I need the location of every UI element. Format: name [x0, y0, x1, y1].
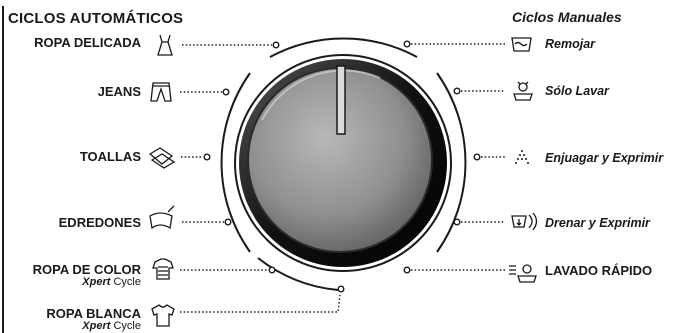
comforter-icon: [149, 205, 175, 230]
cycle-label-colors[interactable]: ROPA DE COLOR Xpert Cycle: [33, 263, 141, 288]
shirt-icon: [151, 304, 175, 327]
manual-cycles-heading: Ciclos Manuales: [512, 9, 622, 25]
soak-tub-icon: [511, 37, 532, 52]
knob-bezel: [234, 54, 452, 272]
cycle-label-quick-wash[interactable]: LAVADO RÁPIDO: [545, 263, 653, 278]
knob-pointer: [336, 65, 346, 135]
outer-arc-bottom-left: [257, 257, 339, 291]
drain-spin-icon: [511, 212, 538, 231]
jeans-icon: [150, 82, 172, 102]
cycle-label-comforters[interactable]: EDREDONES: [58, 215, 141, 230]
dress-icon: [157, 34, 173, 56]
cycle-label-wash-only[interactable]: Sólo Lavar: [545, 84, 609, 98]
knob-highlight: [261, 69, 381, 121]
left-leader-dots: [203, 41, 345, 293]
towels-icon: [148, 147, 176, 169]
outer-arc-right: [436, 72, 467, 253]
outer-arc-top: [269, 37, 418, 58]
xpert-cycle-tag-colors: Xpert Cycle: [82, 276, 141, 288]
cycle-label-whites[interactable]: ROPA BLANCA Xpert Cycle: [46, 307, 141, 332]
cycle-label-soak[interactable]: Remojar: [545, 37, 596, 51]
cycle-label-delicates[interactable]: ROPA DELICADA: [34, 35, 141, 50]
frame-left-border: [2, 6, 4, 333]
cycle-label-colors-text: ROPA DE COLOR: [32, 262, 141, 277]
cycle-label-drain-spin[interactable]: Drenar y Exprimir: [545, 216, 650, 230]
right-leaders: [411, 43, 505, 271]
striped-shirt-icon: [152, 258, 174, 280]
cycle-label-rinse-spin[interactable]: Enjuagar y Exprimir: [545, 151, 664, 165]
cycle-label-jeans[interactable]: JEANS: [97, 84, 141, 99]
quick-wash-icon: [509, 264, 537, 283]
cycle-label-towels[interactable]: TOALLAS: [79, 149, 141, 164]
xpert-cycle-tag-whites: Xpert Cycle: [82, 320, 141, 332]
wash-only-icon: [513, 81, 533, 101]
automatic-cycles-heading: CICLOS AUTOMÁTICOS: [8, 10, 184, 27]
rinse-spray-icon: [515, 150, 529, 164]
right-leader-dots: [403, 40, 481, 274]
left-leaders: [180, 44, 341, 313]
outer-arc-left: [220, 72, 251, 253]
cycle-label-whites-text: ROPA BLANCA: [46, 306, 141, 321]
